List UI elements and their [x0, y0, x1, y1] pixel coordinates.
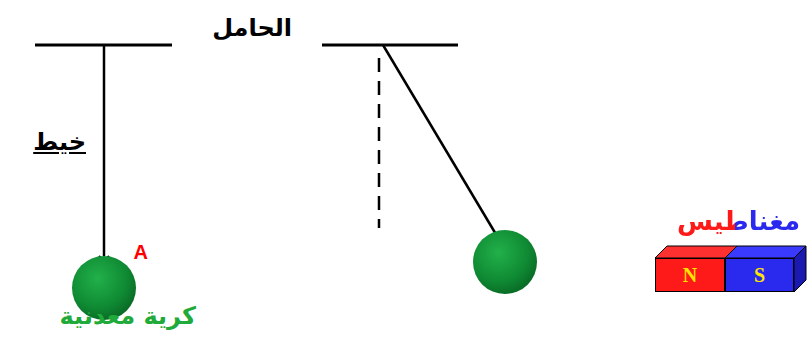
- magnet-south-pole: S: [725, 258, 794, 292]
- magnet-side-face: [794, 246, 806, 292]
- magnet-top-face: [725, 246, 806, 258]
- vertical-reference: [378, 58, 381, 228]
- support-label: الحامل: [212, 16, 292, 44]
- pole-letter: S: [754, 265, 765, 285]
- magnet-top-face: [655, 246, 737, 258]
- pole-letter: N: [683, 265, 697, 285]
- thread: [103, 45, 106, 256]
- support-bar: [322, 44, 458, 47]
- point-label: A: [134, 242, 148, 266]
- metal-ball: [473, 230, 537, 294]
- thread: [383, 45, 497, 236]
- magnet-north-pole: N: [655, 258, 725, 292]
- thread-label: خيط: [33, 130, 86, 158]
- ball-label: كرية معدنية: [60, 304, 196, 332]
- magnet-label: مغناطيس: [677, 208, 800, 238]
